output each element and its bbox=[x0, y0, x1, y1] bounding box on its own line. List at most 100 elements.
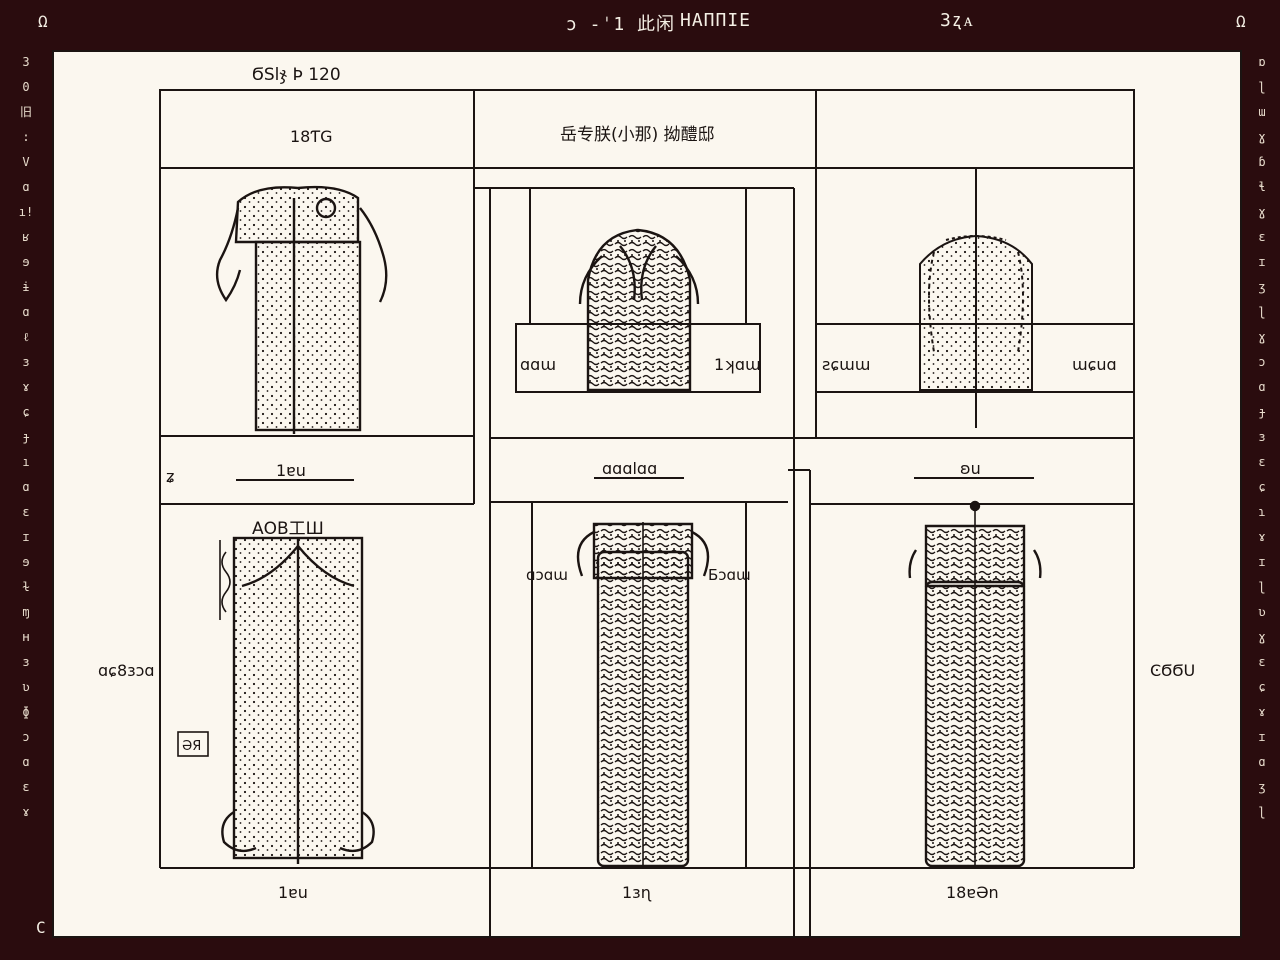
left-strip-glyph: ı! bbox=[18, 205, 34, 219]
header-left-label: 18ƬG bbox=[290, 127, 333, 146]
left-margin-mark: ʑ bbox=[166, 467, 174, 486]
right-strip-glyph: ɛ bbox=[1258, 455, 1266, 469]
figure-5-knit-column bbox=[576, 522, 710, 868]
right-strip-glyph: ɭ bbox=[1258, 80, 1266, 94]
right-strip-glyph: ɑ bbox=[1258, 755, 1266, 769]
left-strip-glyph: ℓ bbox=[23, 330, 29, 344]
fig3-right-label: ɯɕuɑ bbox=[1072, 355, 1117, 374]
left-strip-glyph: ɨ bbox=[22, 280, 30, 294]
left-strip-glyph: 3 bbox=[22, 55, 30, 69]
right-strip-glyph: ɪ bbox=[1258, 730, 1266, 744]
figure-1-garment bbox=[215, 185, 388, 434]
right-strip-glyph: ɯ bbox=[1258, 105, 1266, 119]
figure-6-knit-column bbox=[908, 500, 1042, 868]
right-strip-glyph: ɪ bbox=[1258, 255, 1266, 269]
left-strip-glyph: : bbox=[22, 130, 30, 144]
left-strip-glyph: ɜ bbox=[22, 655, 30, 669]
right-strip-glyph: ʋ bbox=[1258, 605, 1266, 619]
left-strip-glyph: ɘ bbox=[22, 555, 30, 569]
right-strip-glyph: ɤ bbox=[1258, 705, 1266, 719]
bottom-right-label: 18ɐƏn bbox=[946, 883, 999, 902]
right-strip-glyph: ɕ bbox=[1258, 680, 1266, 694]
mid-right-label: ʚu bbox=[960, 459, 981, 478]
header-row-box bbox=[159, 89, 1135, 169]
right-strip-glyph: ɣ bbox=[1258, 630, 1266, 644]
fig3-left-label: ƨɕɯɯ bbox=[822, 355, 870, 374]
left-strip-glyph: ɑ bbox=[22, 755, 30, 769]
small-detail-box bbox=[177, 731, 209, 757]
figure-2-hood bbox=[578, 228, 700, 392]
fig4-top-label: ΑOB工Ш bbox=[252, 519, 324, 539]
right-strip-glyph: ɭ bbox=[1258, 580, 1266, 594]
right-strip-glyph: ɓ bbox=[1258, 155, 1266, 169]
right-strip-glyph: ɔ bbox=[1258, 355, 1266, 369]
fig5-right-label: Бɔɑɯ bbox=[708, 566, 751, 584]
left-strip-glyph: ɛ bbox=[22, 780, 30, 794]
left-strip-glyph: ɑ bbox=[22, 305, 30, 319]
left-strip-glyph: ɤ bbox=[22, 380, 30, 394]
right-strip-glyph: ɛ bbox=[1258, 230, 1266, 244]
right-strip-glyph: ɕ bbox=[1258, 480, 1266, 494]
fig5-left-label: ɑɔɑɯ bbox=[526, 566, 568, 584]
left-strip-glyph: ɤ bbox=[22, 805, 30, 819]
left-strip-glyph: ɟ bbox=[22, 430, 30, 444]
right-strip-glyph: ɑ bbox=[1258, 380, 1266, 394]
fig2-right-label: 1ʞɑɯ bbox=[714, 355, 761, 374]
left-strip-glyph: ı bbox=[22, 455, 30, 469]
left-strip-glyph: ɔ bbox=[22, 730, 30, 744]
left-strip-glyph: 旧 bbox=[19, 105, 32, 119]
grid-frame bbox=[159, 89, 1135, 936]
drawing-sheet: ϬSlჯ Ϸ 120 18ƬG 岳专朕(小那) 拗醴邸 ɑɑɯ 1ʞɑɯ ƨɕɯ… bbox=[52, 50, 1242, 938]
left-strip-glyph: ʜ bbox=[22, 630, 30, 644]
right-strip-glyph: ɣ bbox=[1258, 130, 1266, 144]
left-strip-glyph: ɑ bbox=[22, 480, 30, 494]
mid-center-label: ɑɑɑlɑɑ bbox=[602, 459, 657, 478]
figure-3-bag bbox=[919, 234, 1033, 391]
left-strip-glyph: ɱ bbox=[22, 605, 30, 619]
mid-left-label: 1ɐu bbox=[276, 461, 306, 480]
window-corner-top-left[interactable]: Ω bbox=[38, 12, 48, 31]
left-strip-glyph: 0 bbox=[22, 80, 30, 94]
left-strip-glyph: ʁ bbox=[22, 230, 30, 244]
right-strip-glyph: ɣ bbox=[1258, 330, 1266, 344]
right-strip-glyph: ɟ bbox=[1258, 405, 1266, 419]
right-strip-glyph: ɜ bbox=[1258, 430, 1266, 444]
left-strip-glyph: ɘ bbox=[22, 255, 30, 269]
right-strip-glyph: ɭ bbox=[1258, 305, 1266, 319]
right-strip-glyph: ɛ bbox=[1258, 655, 1266, 669]
sheet-title: ϬSlჯ Ϸ 120 bbox=[252, 65, 341, 85]
bottom-left-label: 1ɐu bbox=[278, 883, 308, 902]
left-strip-glyph: ɕ bbox=[22, 405, 30, 419]
right-side-label: ϾϬϬU bbox=[1150, 661, 1195, 680]
left-strip-glyph: ɑ bbox=[22, 180, 30, 194]
right-strip-glyph: ʒ bbox=[1258, 780, 1266, 794]
window-title-center: НΑΠΠΙЕ bbox=[680, 10, 752, 31]
fig2-left-label: ɑɑɯ bbox=[520, 355, 556, 374]
right-strip-glyph: ʒ bbox=[1258, 280, 1266, 294]
right-strip-glyph: ɬ bbox=[1258, 180, 1266, 194]
right-strip-glyph: ɤ bbox=[1258, 530, 1266, 544]
right-strip-glyph: ɒ bbox=[1258, 55, 1266, 69]
left-strip-glyph: V bbox=[22, 155, 30, 169]
left-side-label: ɑɕ8ɜɔɑ bbox=[98, 661, 155, 680]
small-box-label: ƏЯ bbox=[182, 739, 201, 754]
window-title-left: ɔ -ˈ1 此闲 bbox=[566, 14, 676, 35]
left-strip-glyph: ɸ bbox=[22, 705, 30, 719]
header-center-label: 岳专朕(小那) 拗醴邸 bbox=[560, 125, 715, 145]
right-strip-glyph: ɪ bbox=[1258, 555, 1266, 569]
drawing-labels: ϬSlჯ Ϸ 120 18ƬG 岳专朕(小那) 拗醴邸 ɑɑɯ 1ʞɑɯ ƨɕɯ… bbox=[98, 65, 1195, 902]
window-corner-bottom-left: C bbox=[36, 918, 46, 937]
technical-drawing: ϬSlჯ Ϸ 120 18ƬG 岳专朕(小那) 拗醴邸 ɑɑɯ 1ʞɑɯ ƨɕɯ… bbox=[98, 65, 1195, 936]
right-strip-glyph: ɭ bbox=[1258, 805, 1266, 819]
bottom-center-label: 1ɜɳ bbox=[622, 883, 652, 902]
window-corner-top-right[interactable]: Ω bbox=[1236, 12, 1246, 31]
right-strip-glyph: ɿ bbox=[1258, 505, 1266, 519]
left-strip-glyph: ɫ bbox=[22, 580, 30, 594]
left-strip-glyph: ɜ bbox=[22, 355, 30, 369]
left-strip-glyph: ɛ bbox=[22, 505, 30, 519]
figure-4-long-garment bbox=[177, 536, 375, 864]
left-strip-glyph: ʋ bbox=[22, 680, 30, 694]
left-strip-glyph: ɪ bbox=[22, 530, 30, 544]
